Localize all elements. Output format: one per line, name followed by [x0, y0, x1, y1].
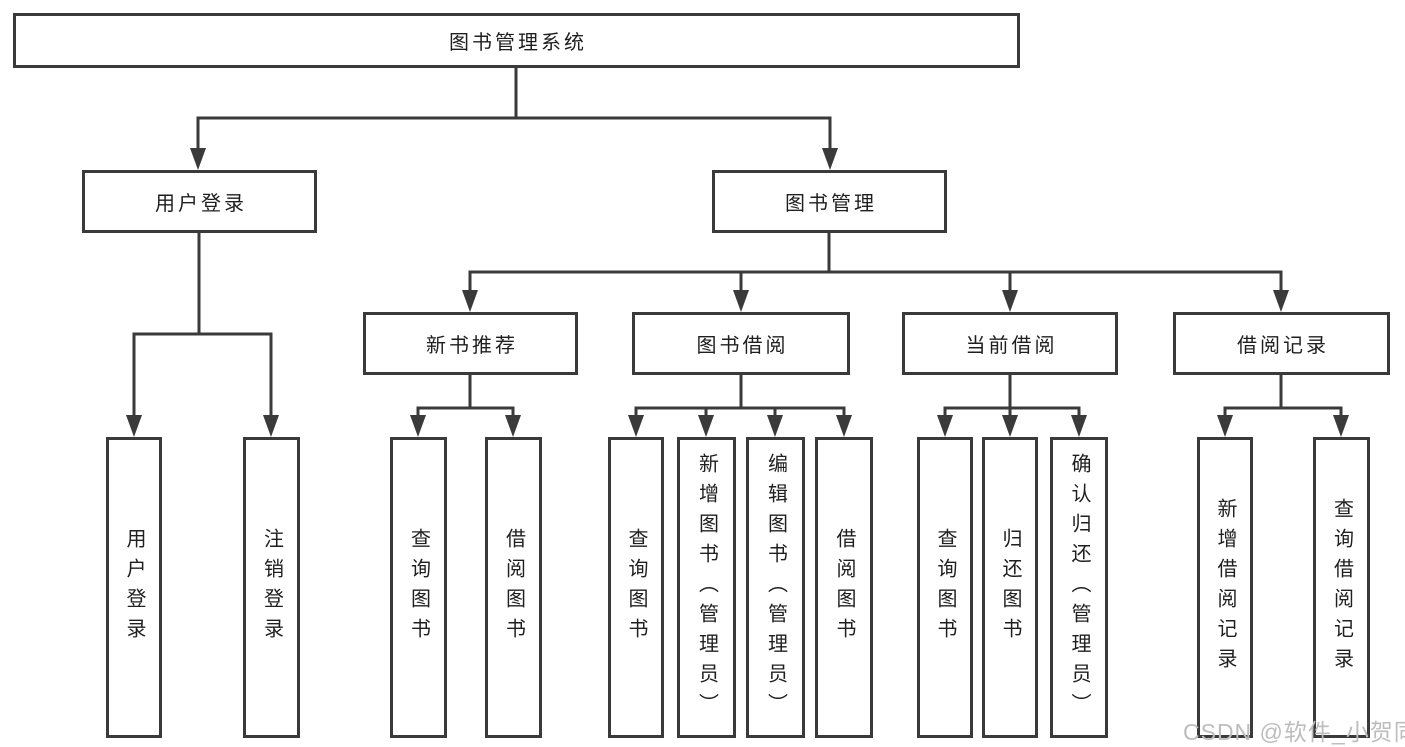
leaf-logout: 注销登录 [243, 437, 300, 738]
leaf-br-query-borrow-record: 查询借阅记录 [1313, 437, 1370, 738]
leaf-bb-query-books: 查询图书 [608, 437, 664, 738]
arrowhead [1071, 415, 1087, 437]
leaf-nbr-borrow-books: 借阅图书 [485, 437, 542, 738]
node-book-management-label: 图书管理 [785, 193, 877, 215]
arrowhead [190, 148, 206, 170]
node-new-book-recommend: 新书推荐 [363, 312, 578, 375]
arrowhead [263, 415, 279, 437]
leaf-br-add-borrow-record: 新增借阅记录 [1197, 437, 1253, 738]
leaf-user-login-label: 用户登录 [123, 527, 145, 648]
leaf-bb-borrow-books: 借阅图书 [815, 437, 873, 738]
node-book-borrowing-label: 图书借阅 [696, 335, 789, 357]
arrowhead [1002, 290, 1018, 312]
node-borrowing-records-label: 借阅记录 [1237, 335, 1329, 357]
leaf-cb-return-books: 归还图书 [982, 437, 1038, 738]
arrowhead [462, 290, 478, 312]
arrowhead [1333, 415, 1349, 437]
leaf-cb-confirm-return-admin-label: 确认归还（管理员） [1068, 452, 1090, 723]
arrowhead [410, 415, 426, 437]
node-current-borrowing-label: 当前借阅 [965, 335, 1058, 357]
leaf-cb-return-books-label: 归还图书 [999, 527, 1021, 648]
node-new-book-recommend-label: 新书推荐 [426, 335, 518, 357]
node-user-login-label: 用户登录 [155, 193, 247, 215]
node-current-borrowing: 当前借阅 [902, 312, 1118, 375]
arrowhead [1002, 415, 1018, 437]
node-library-management-system: 图书管理系统 [13, 13, 1020, 68]
node-book-management: 图书管理 [712, 170, 947, 233]
leaf-nbr-query-books: 查询图书 [390, 437, 447, 738]
arrowhead [628, 415, 644, 437]
leaf-bb-borrow-books-label: 借阅图书 [833, 527, 855, 648]
node-library-management-system-label: 图书管理系统 [449, 32, 587, 54]
leaf-user-login: 用户登录 [106, 437, 162, 738]
leaf-bb-edit-book-admin-label: 编辑图书（管理员） [764, 452, 787, 723]
arrowhead [767, 415, 783, 437]
arrowhead [505, 415, 521, 437]
leaf-cb-query-books-label: 查询图书 [934, 527, 956, 648]
leaf-bb-query-books-label: 查询图书 [625, 527, 647, 648]
arrowhead [937, 415, 953, 437]
leaf-cb-confirm-return-admin: 确认归还（管理员） [1050, 437, 1108, 738]
leaf-nbr-query-books-label: 查询图书 [407, 527, 430, 648]
arrowhead [822, 148, 838, 170]
leaf-bb-edit-book-admin: 编辑图书（管理员） [746, 437, 805, 738]
node-user-login: 用户登录 [82, 170, 317, 233]
arrowhead [126, 415, 142, 437]
leaf-bb-add-book-admin: 新增图书（管理员） [677, 437, 736, 738]
arrowhead [1273, 290, 1289, 312]
arrowhead [1217, 415, 1233, 437]
arrowhead [733, 290, 749, 312]
node-borrowing-records: 借阅记录 [1173, 312, 1390, 375]
watermark: CSDN @软件_小贺同学 [1183, 719, 1405, 745]
leaf-br-add-borrow-record-label: 新增借阅记录 [1214, 497, 1236, 678]
leaf-cb-query-books: 查询图书 [917, 437, 973, 738]
arrowhead [836, 415, 852, 437]
leaf-nbr-borrow-books-label: 借阅图书 [502, 527, 525, 648]
arrowhead [698, 415, 714, 437]
leaf-br-query-borrow-record-label: 查询借阅记录 [1330, 497, 1353, 678]
node-book-borrowing: 图书借阅 [632, 312, 850, 375]
leaf-bb-add-book-admin-label: 新增图书（管理员） [695, 452, 718, 723]
leaf-logout-label: 注销登录 [260, 527, 283, 648]
